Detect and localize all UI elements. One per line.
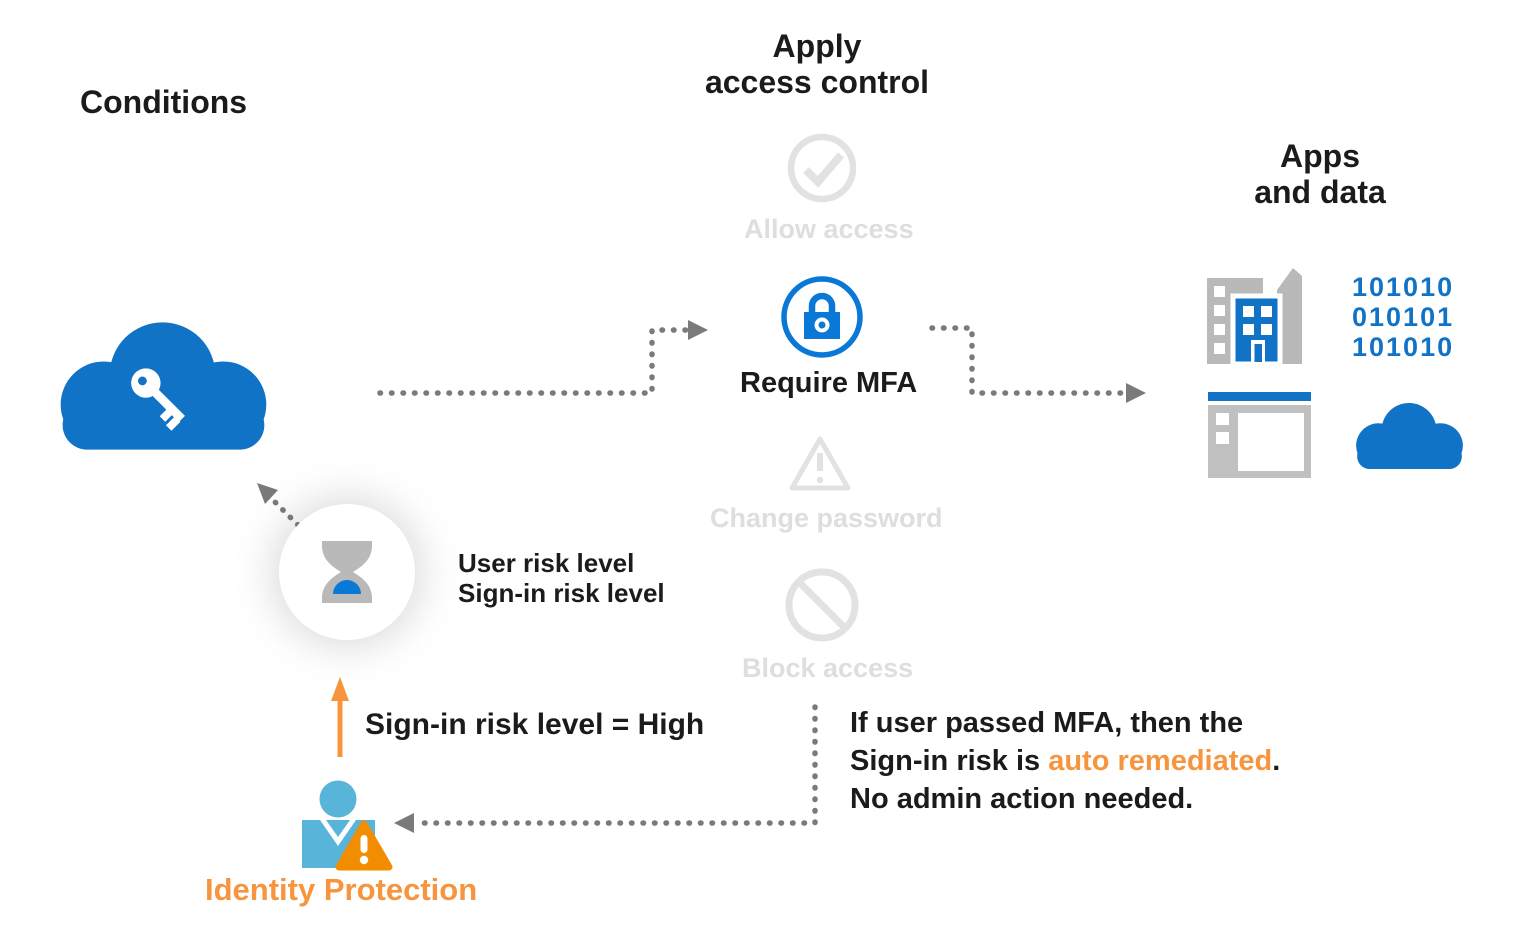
warning-triangle-icon [789,436,851,491]
identity-protection-label: Identity Protection [205,872,478,907]
note-line2-prefix: Sign-in risk is [850,745,1049,777]
apps-and-data-line1: Apps [1280,138,1360,174]
arrowhead-identity-to-risk [331,677,349,701]
apps-and-data-line2: and data [1254,174,1386,210]
allow-access-label: Allow access [744,214,914,244]
apply-access-control-line2: access control [704,64,930,100]
arrowhead-mfa-to-apps [1126,383,1146,403]
signin-risk-level-label: Sign-in risk level [458,578,665,608]
binary-row: 101010 [1352,332,1455,362]
note-line1: If user passed MFA, then the [850,707,1244,739]
alert-triangle-icon [335,820,393,871]
conditions-heading: Conditions [80,84,248,120]
key-icon [131,368,185,431]
conditions-cloud-key-icon [60,322,267,450]
apply-access-control-heading: Apply access control [667,28,967,100]
arrow-conditions-to-mfa [377,327,689,396]
lock-icon [781,276,863,358]
buildings-icon [1207,268,1302,364]
arrow-risk-to-cloud [269,496,301,528]
option-change-password: Change password [710,434,943,534]
note-line2: Sign-in risk is auto remediated. [850,742,1280,780]
check-circle-icon [787,133,857,203]
user-risk-level-label: User risk level [458,548,635,578]
apps-and-data-heading: Apps and data [1220,138,1420,210]
arrowhead-conditions-to-mfa [688,320,708,340]
block-access-label: Block access [742,653,914,683]
binary-data-text: 101010 010101 101010 [1352,272,1454,362]
note-line3: No admin action needed. [850,783,1194,815]
option-block-access: Block access [742,565,914,684]
hourglass-icon [322,541,372,603]
require-mfa-label: Require MFA [740,367,918,399]
change-password-label: Change password [710,503,943,533]
identity-protection-icon [302,780,393,871]
note-line2-suffix: . [1272,745,1281,777]
hourglass-sand [333,580,361,594]
binary-row: 101010 [1352,272,1455,302]
note-auto-remediated: auto remediated [1048,745,1273,777]
arrow-mfa-to-apps [929,325,1127,396]
apps-cloud-icon [1356,402,1463,470]
binary-row: 010101 [1352,302,1455,332]
app-window-icon [1208,392,1311,478]
remediation-note: If user passed MFA, then the Sign-in ris… [850,704,1280,818]
option-require-mfa: Require MFA [740,274,918,400]
risk-evaluation-badge [279,504,415,640]
option-allow-access: Allow access [744,130,914,245]
block-icon [785,568,859,642]
apply-access-control-line1: Apply [772,28,862,64]
signin-risk-high-label: Sign-in risk level = High [365,708,705,741]
arrowhead-risk-to-cloud [257,483,278,504]
risk-level-text: User risk level Sign-in risk level [458,548,665,608]
